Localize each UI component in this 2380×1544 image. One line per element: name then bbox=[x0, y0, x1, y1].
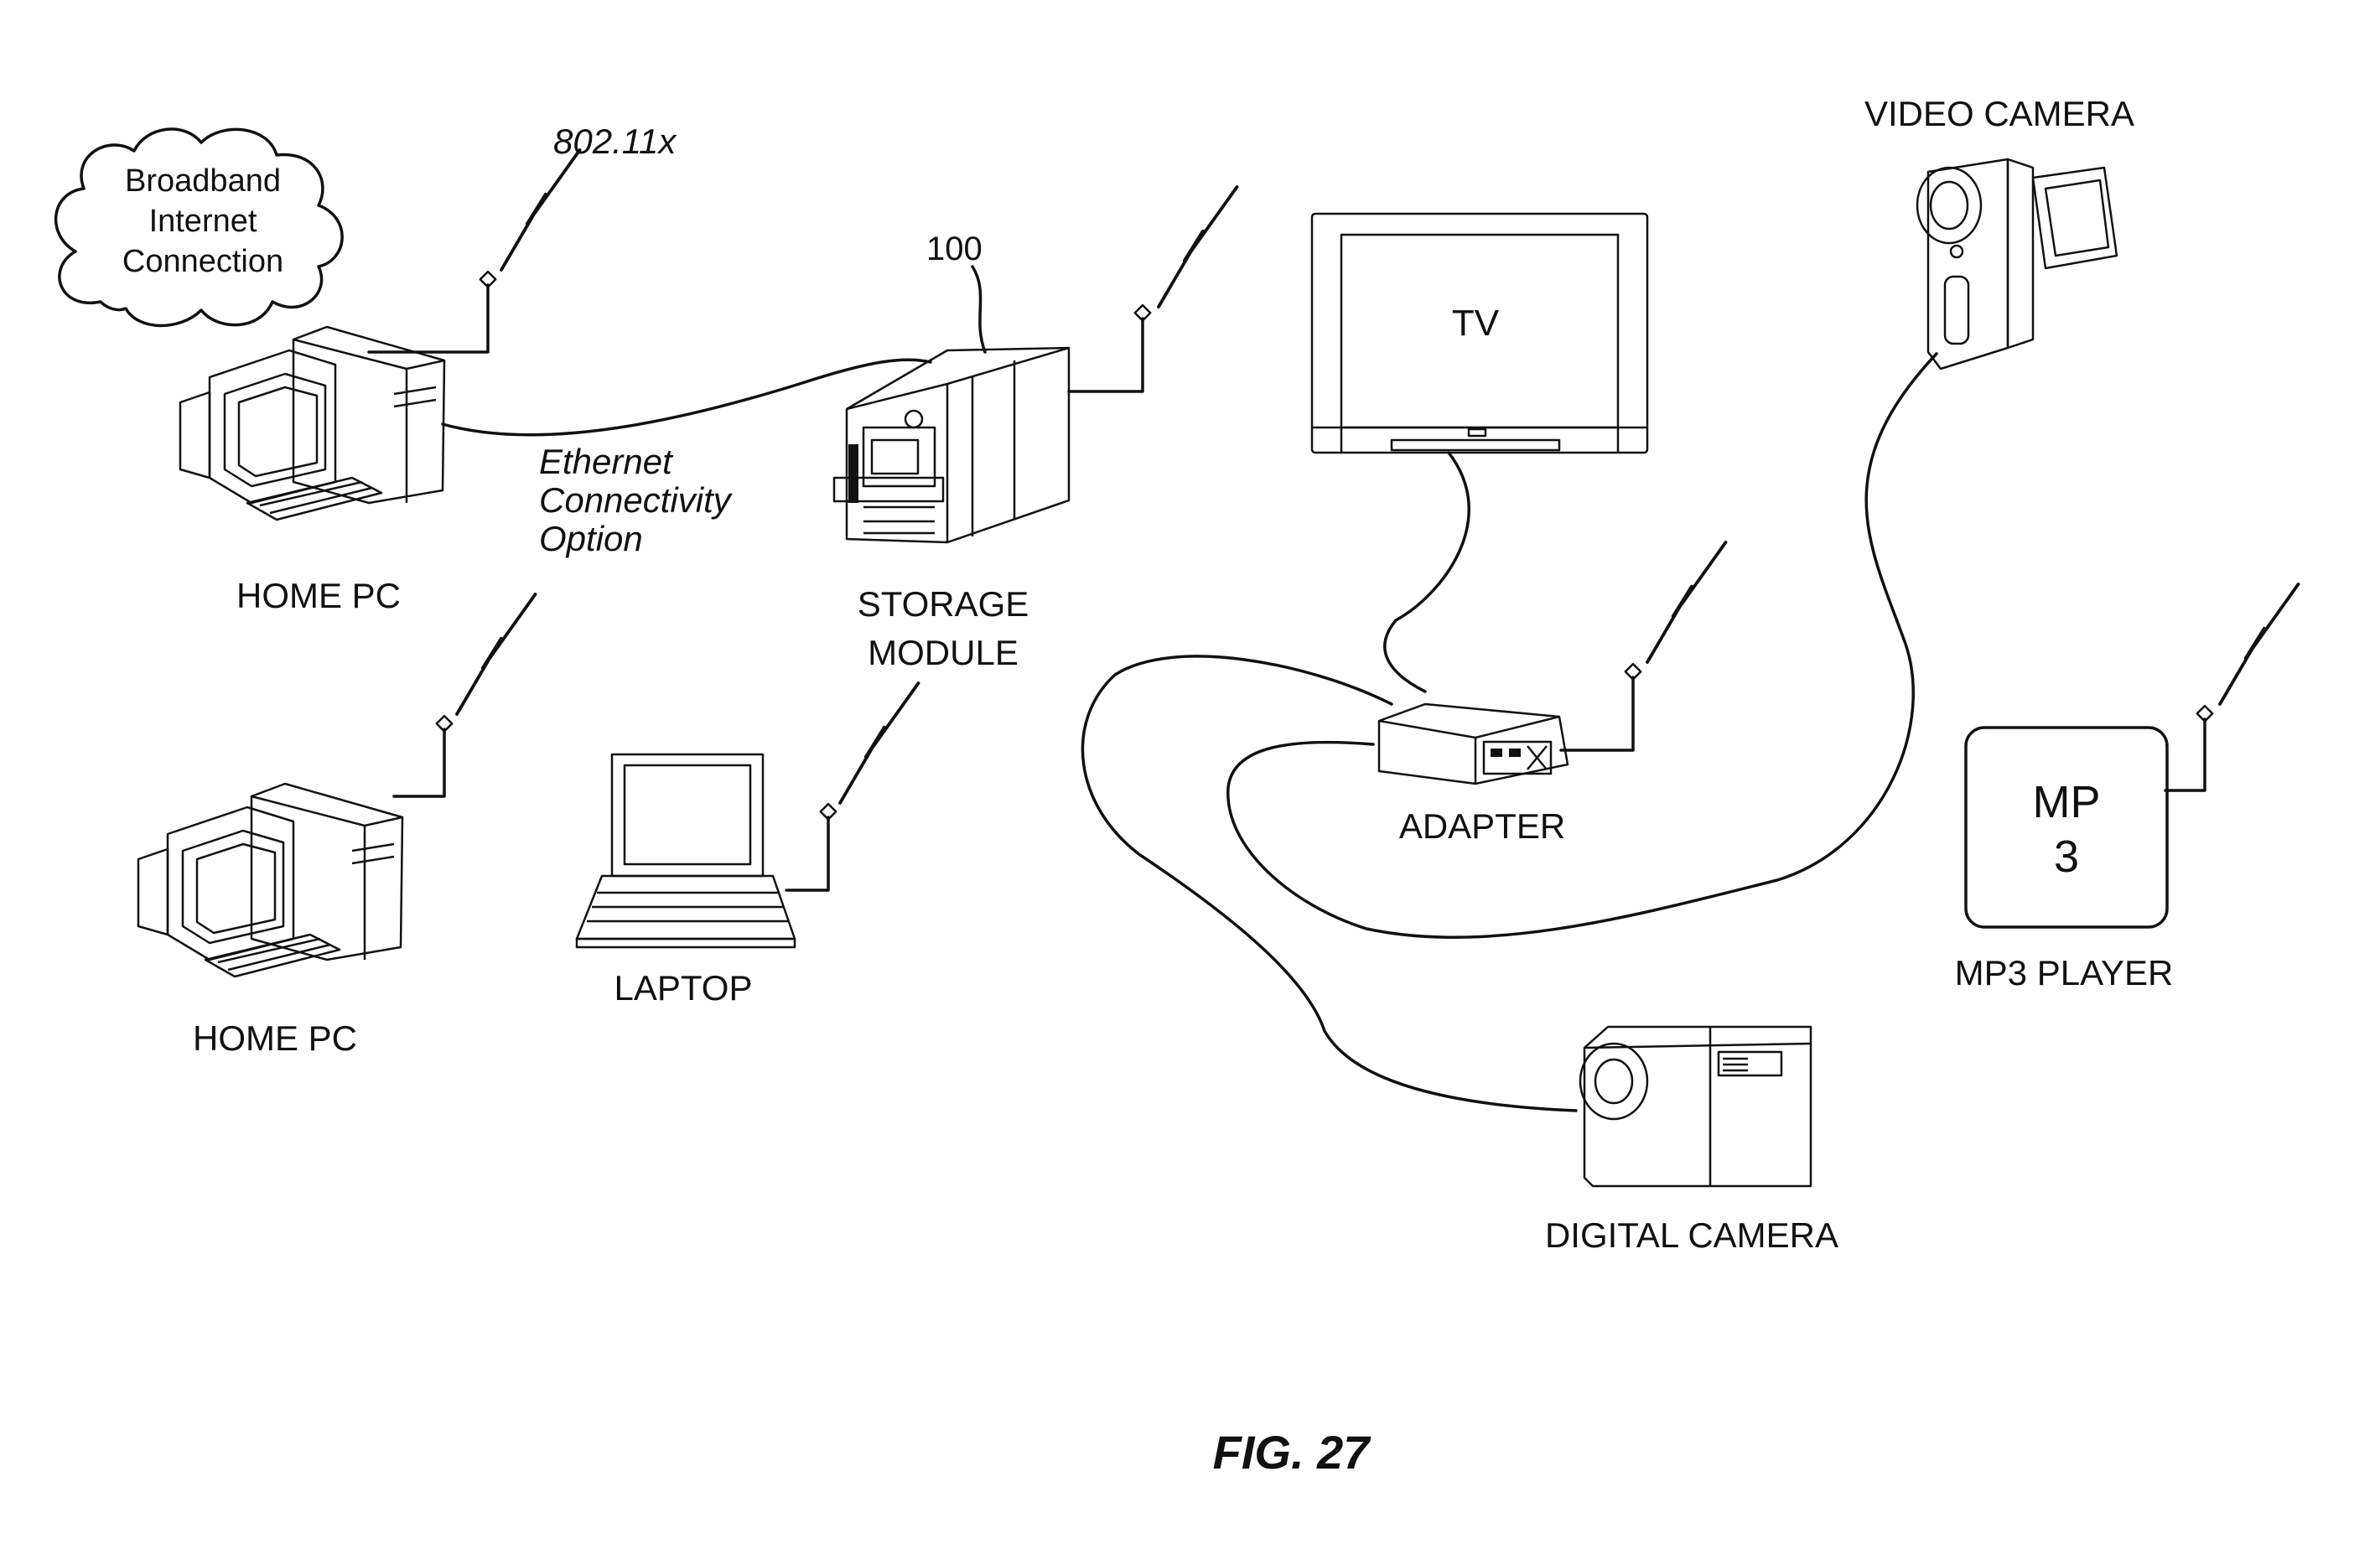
ethernet-label-line-2: Connectivity bbox=[539, 480, 734, 520]
cloud-label-line-2: Internet bbox=[149, 204, 257, 239]
connection-lines bbox=[367, 283, 2206, 1112]
storage-module-label-line-2: MODULE bbox=[868, 633, 1019, 672]
video-camera-icon bbox=[1916, 158, 2118, 370]
laptop-label: LAPTOP bbox=[614, 968, 753, 1008]
cloud-label: Broadband Internet Connection bbox=[122, 163, 283, 279]
mp3-screen-line-2: 3 bbox=[2054, 832, 2079, 882]
home-pc-1-icon bbox=[179, 325, 446, 521]
storage-module-label-line-1: STORAGE bbox=[858, 584, 1029, 624]
wifi-standard-label: 802.11x bbox=[553, 122, 677, 161]
tv-screen-label: TV bbox=[1452, 303, 1500, 344]
mp3-screen-line-1: MP bbox=[2033, 777, 2101, 827]
home-pc-2-antenna-icon bbox=[435, 593, 537, 733]
digital-camera-label: DIGITAL CAMERA bbox=[1545, 1215, 1838, 1255]
home-pc-1-label: HOME PC bbox=[236, 576, 401, 615]
adapter-icon bbox=[1377, 702, 1569, 785]
figure-caption: FIG. 27 bbox=[1213, 1426, 1372, 1479]
video-camera-label: VIDEO CAMERA bbox=[1864, 94, 2134, 133]
laptop-icon bbox=[575, 753, 796, 949]
tv-adapter-cable bbox=[1383, 451, 1470, 693]
mp3-antenna-wire bbox=[2164, 718, 2206, 792]
digital-camera-icon bbox=[1579, 1025, 1812, 1188]
home-pc-2-label: HOME PC bbox=[193, 1018, 357, 1058]
home-pc-1-antenna-wire bbox=[367, 283, 490, 354]
storage-reference-number: 100 bbox=[926, 231, 983, 267]
storage-module-icon bbox=[832, 265, 1071, 544]
adapter-video-camera-cable bbox=[1226, 352, 1938, 939]
adapter-label: ADAPTER bbox=[1399, 806, 1565, 846]
adapter-antenna-wire bbox=[1559, 676, 1635, 752]
laptop-antenna-icon bbox=[819, 681, 920, 821]
cloud-label-line-3: Connection bbox=[122, 244, 283, 279]
adapter-antenna-icon bbox=[1624, 541, 1728, 681]
mp3-player-label: MP3 PLAYER bbox=[1955, 953, 2174, 992]
storage-module-label: STORAGE MODULE bbox=[858, 584, 1029, 672]
home-pc-2-antenna-wire bbox=[392, 728, 446, 798]
ethernet-cable bbox=[441, 358, 932, 437]
storage-antenna-icon bbox=[1133, 185, 1239, 322]
ethernet-label: Ethernet Connectivity Option bbox=[539, 442, 734, 558]
ethernet-label-line-3: Option bbox=[539, 519, 643, 558]
home-pc-2-icon bbox=[137, 782, 404, 978]
ethernet-label-line-1: Ethernet bbox=[539, 442, 674, 481]
mp3-screen-label: MP 3 bbox=[2033, 777, 2101, 882]
home-pc-1-antenna-icon bbox=[479, 148, 582, 288]
tv-icon bbox=[1310, 212, 1649, 454]
mp3-antenna-icon bbox=[2196, 583, 2300, 723]
cloud-label-line-1: Broadband bbox=[125, 163, 281, 199]
broadband-cloud bbox=[54, 127, 344, 328]
laptop-antenna-wire bbox=[785, 816, 830, 892]
adapter-digital-camera-cable bbox=[1081, 655, 1578, 1112]
mp3-player-icon bbox=[1964, 726, 2169, 929]
storage-antenna-wire bbox=[1067, 317, 1144, 393]
wireless-antennas bbox=[435, 148, 2300, 821]
